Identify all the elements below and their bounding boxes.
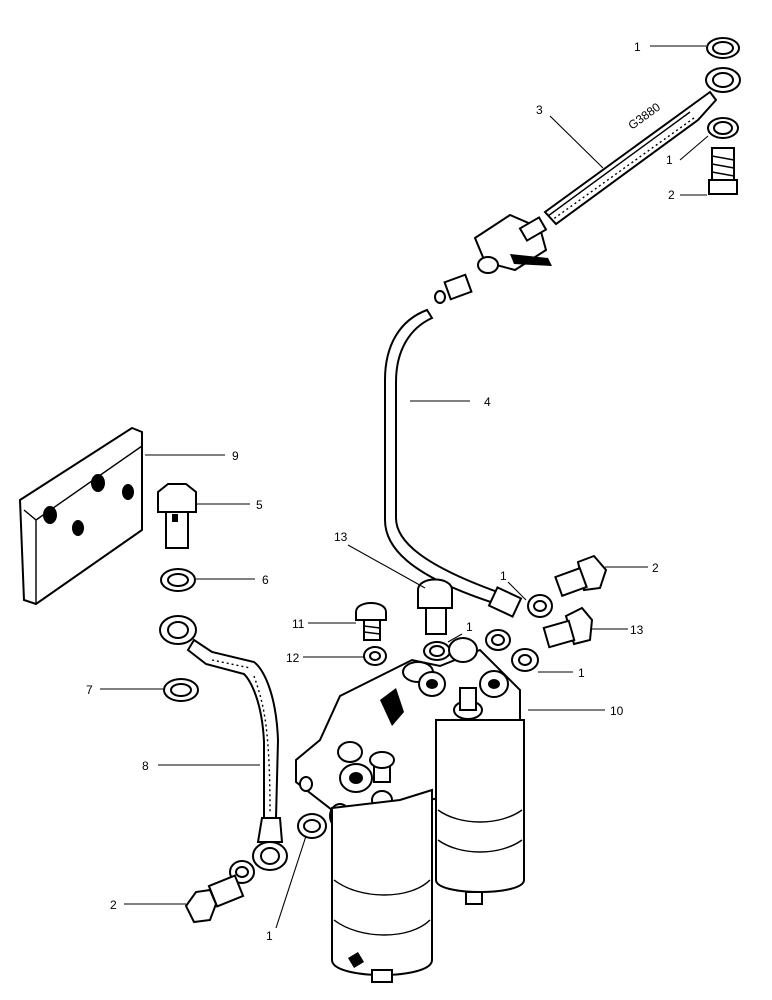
callout-label: 11 xyxy=(292,617,305,631)
callout-label: 4 xyxy=(484,395,491,409)
callout-label: 5 xyxy=(256,498,263,512)
pipe-nut xyxy=(434,273,473,304)
washer-part-7 xyxy=(163,678,199,702)
callout-label: 3 xyxy=(536,103,543,117)
washer-part-1-top xyxy=(706,37,740,59)
hose-marking-text: G3880 xyxy=(626,100,664,133)
washer-part-1-lower-left xyxy=(297,813,327,839)
screw-part-11 xyxy=(355,602,387,641)
braided-hose-part-3: G3880 xyxy=(543,90,718,226)
callout-label: 1 xyxy=(266,929,273,943)
callout-label: 2 xyxy=(652,561,659,575)
callout-label: 1 xyxy=(666,153,673,167)
callout-label: 9 xyxy=(232,449,239,463)
filter-bowl-front xyxy=(331,788,433,983)
washers-part-1-right-group xyxy=(485,594,553,672)
callout-label: 2 xyxy=(668,188,675,202)
callout-label: 13 xyxy=(630,623,644,637)
washer-part-1-right xyxy=(707,117,739,139)
callout-label: 13 xyxy=(334,530,348,544)
washer-part-12 xyxy=(363,646,387,666)
callout-label: 1 xyxy=(466,620,473,634)
washer-part-1-middle xyxy=(423,641,451,661)
callout-label: 8 xyxy=(142,759,149,773)
callout-label: 7 xyxy=(86,683,93,697)
mounting-plate-part-9 xyxy=(18,426,143,606)
callout-label: 1 xyxy=(578,666,585,680)
plug-part-13-left xyxy=(417,578,453,635)
callout-label: 1 xyxy=(500,569,507,583)
banjo-bolt-part-2-right xyxy=(554,554,608,598)
rigid-pipe-part-4 xyxy=(384,308,508,607)
plug-part-13-right xyxy=(542,606,594,649)
callout-label: 1 xyxy=(634,40,641,54)
banjo-bolt-part-5 xyxy=(157,483,197,549)
filter-bowl-rear xyxy=(435,719,525,905)
braided-hose-part-8 xyxy=(159,615,288,871)
banjo-bolt-part-2-top xyxy=(708,147,738,195)
pipe-end-nut xyxy=(487,586,523,618)
callout-label: 12 xyxy=(286,651,300,665)
callout-label: 6 xyxy=(262,573,269,587)
callout-label: 2 xyxy=(110,898,117,912)
tap-valve xyxy=(473,213,552,274)
callout-label: 10 xyxy=(610,704,624,718)
banjo-fitting-part-3 xyxy=(705,67,741,93)
banjo-bolt-part-2-bottom xyxy=(184,874,245,924)
washer-part-6 xyxy=(160,568,196,592)
